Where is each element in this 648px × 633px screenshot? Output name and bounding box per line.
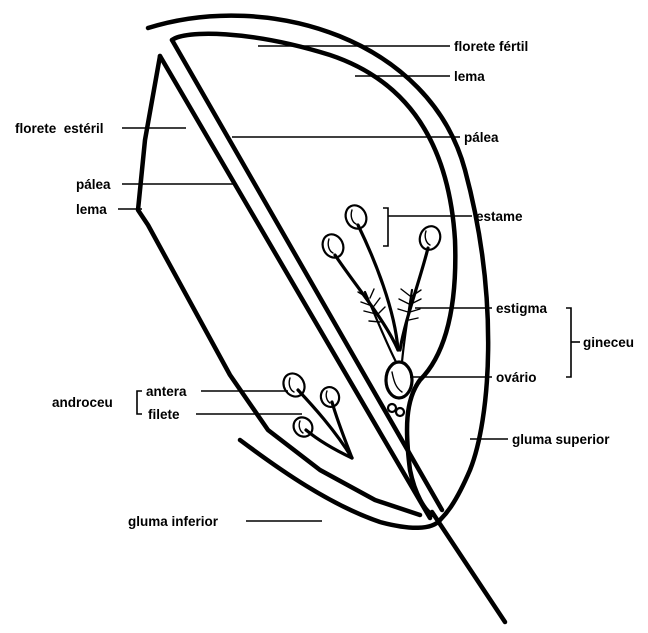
lema-fertil-outline: [172, 34, 455, 515]
lodicules: [388, 404, 404, 416]
bracket-gineceu: [566, 308, 571, 377]
bracket-androceu: [137, 391, 142, 414]
label-gineceu: gineceu: [583, 335, 634, 350]
label-filete: filete: [148, 407, 180, 422]
label-palea-esteril: pálea: [76, 177, 111, 192]
label-palea-fertil: pálea: [464, 130, 499, 145]
label-ovario: ovário: [496, 370, 537, 385]
label-estame: estame: [476, 209, 523, 224]
bracket-estame: [383, 208, 388, 246]
label-estigma: estigma: [496, 301, 548, 316]
ovario-inner-line: [392, 372, 402, 392]
label-gluma-superior: gluma superior: [512, 432, 610, 447]
lema-esteril-outline: [138, 56, 420, 515]
label-lema-esteril: lema: [76, 202, 107, 217]
ovario-shape: [386, 362, 412, 398]
label-florete-fertil: florete fértil: [454, 39, 528, 54]
label-florete-esteril: florete estéril: [15, 121, 104, 136]
rachilla-stalk: [432, 512, 505, 622]
label-antera: antera: [146, 384, 187, 399]
label-lema-fertil: lema: [454, 69, 485, 84]
palea-fertil-line-a: [172, 40, 442, 510]
label-androceu: androceu: [52, 395, 113, 410]
label-gluma-inferior: gluma inferior: [128, 514, 219, 529]
